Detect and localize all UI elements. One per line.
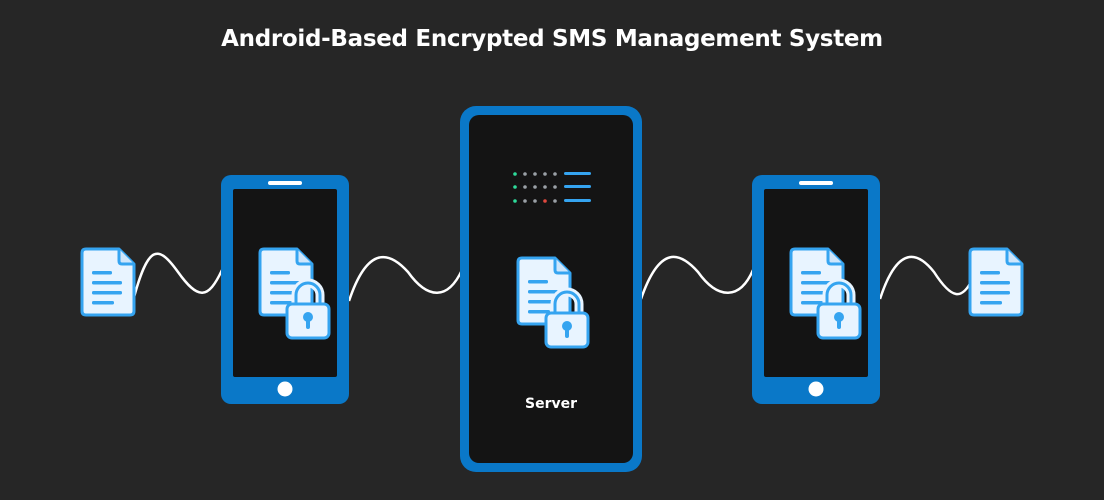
server-device bbox=[460, 106, 642, 472]
source-document-icon bbox=[80, 247, 136, 317]
wire-right-inner bbox=[639, 255, 755, 300]
diagram-title: Android-Based Encrypted SMS Management S… bbox=[221, 26, 883, 52]
server-status-lights bbox=[513, 172, 591, 203]
receiver-phone bbox=[752, 175, 880, 404]
wire-right-outer bbox=[878, 255, 974, 300]
destination-document-icon bbox=[968, 247, 1024, 317]
sender-phone bbox=[221, 175, 349, 404]
server-label: Server bbox=[524, 396, 577, 412]
wire-left-outer bbox=[131, 252, 224, 302]
wire-left-inner bbox=[347, 255, 464, 302]
